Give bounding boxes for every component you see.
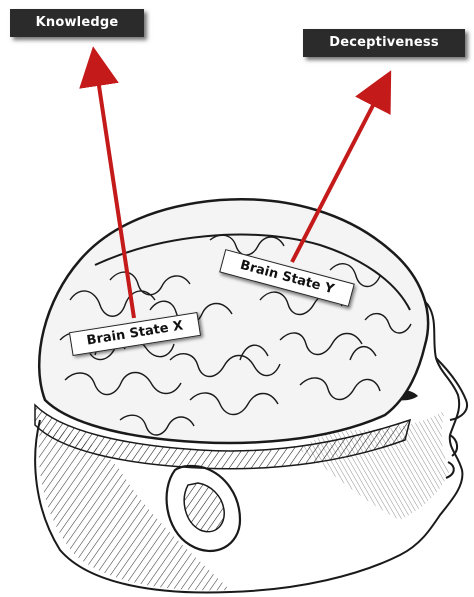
deceptiveness-label: Deceptiveness <box>303 29 465 57</box>
knowledge-label: Knowledge <box>10 9 144 37</box>
ear <box>167 466 240 551</box>
brain <box>39 199 428 443</box>
